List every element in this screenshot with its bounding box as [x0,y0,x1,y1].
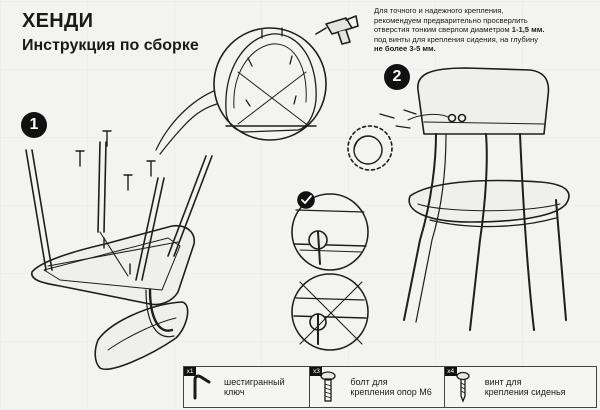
legend-item-screw: х4 винт для крепления сиденья [445,367,596,407]
assembly-subtitle: Инструкция по сборке [22,37,199,55]
qty-badge: х3 [310,367,322,376]
seat-detail-callout [214,16,358,140]
drilling-note: Для точного и надежного крепления, реком… [374,6,596,54]
parts-legend: х1 шестигранный ключ х3 болт для креплен… [183,366,597,408]
legend-label: болт для крепления опор М6 [346,377,435,398]
step-1-badge: 1 [21,112,47,138]
note-line: Для точного и надежного крепления, [374,6,504,15]
legend-label: винт для крепления сиденья [481,377,570,398]
incorrect-fit-detail [292,274,368,350]
legend-item-hex-key: х1 шестигранный ключ [184,367,310,407]
legend-label: шестигранный ключ [220,377,289,398]
step1-seat-illustration [26,88,224,369]
note-line: рекомендуем предварительно просверлить [374,16,528,25]
note-line: под винты для крепления сидения, на глуб… [374,35,538,44]
step-2-badge: 2 [384,64,410,90]
qty-badge: х1 [184,367,196,376]
legend-item-bolt: х3 болт для крепления опор М6 [310,367,444,407]
note-line: отверстия тонким сверлом диаметром [374,25,512,34]
product-title: ХЕНДИ [22,10,93,33]
step2-chair-illustration [348,68,569,330]
qty-badge: х4 [445,367,457,376]
note-drill-diameter: 1-1,5 мм. [512,25,545,34]
note-drill-depth: не более 3-5 мм. [374,44,436,53]
correct-fit-detail [292,192,368,270]
